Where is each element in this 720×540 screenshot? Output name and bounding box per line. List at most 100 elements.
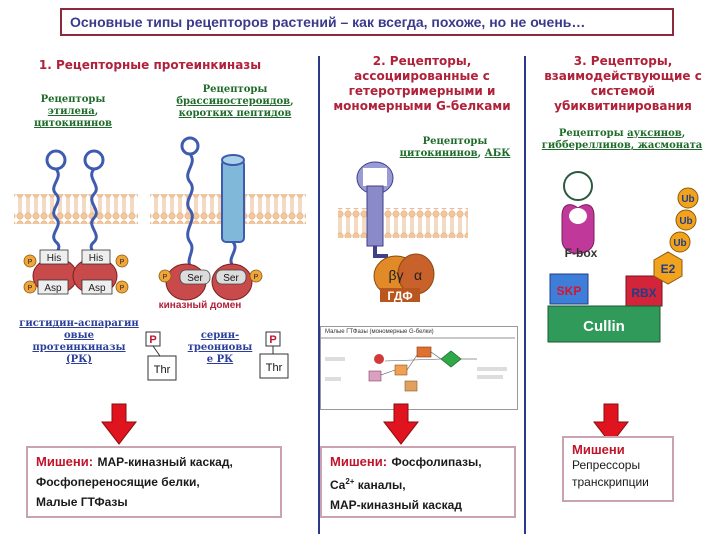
ca-text: Ca: [330, 478, 346, 492]
ligand-ball: [563, 171, 593, 201]
ethylene-link[interactable]: этилена: [47, 106, 95, 117]
section3-heading-line2: взаимодействующие с: [544, 69, 702, 83]
targets-box3-title: Мишени: [572, 442, 625, 457]
targets-box-2: Мишени: Фосфолипазы, Ca2+ каналы, MAP-ки…: [320, 446, 516, 518]
gibberellin-jasmonate-link[interactable]: гиббереллинов, жасмоната: [541, 140, 703, 151]
his-label-right: His: [89, 253, 103, 264]
e2-label: E2: [661, 262, 676, 276]
section2-heading-line4: мономерными G-белками: [333, 99, 511, 113]
brassinosteroid-link[interactable]: брассиностероидов: [176, 96, 291, 107]
ca-charge: 2+: [345, 477, 355, 486]
aba-link[interactable]: АБК: [484, 148, 511, 159]
title-box: Основные типы рецепторов растений – как …: [60, 8, 674, 36]
fbox-shape: [561, 204, 595, 254]
p-label-right: P: [269, 334, 276, 346]
his-label-left: His: [47, 253, 61, 264]
ub-label-3: Ub: [673, 238, 686, 249]
p-thr-left: [145, 331, 177, 381]
ub-circle-2: [675, 209, 697, 231]
section2-label-line1: Рецепторы: [422, 136, 488, 147]
thr-label-left: Thr: [154, 364, 171, 376]
inset-title: Малые ГТФазы (мономерные G-белки): [325, 329, 434, 335]
p-label-left: P: [149, 334, 156, 346]
targets-box-1: Мишени: MAP-киназный каскад, Фосфоперено…: [26, 446, 282, 518]
ub-circle-3: [669, 231, 691, 253]
serthr-caption: серин-треониовы е РК: [170, 330, 270, 366]
gpcr-receptor: [356, 161, 394, 258]
ser-label-left: Ser: [187, 273, 203, 284]
serthr-cylinder: [221, 154, 245, 267]
targets-box3-line2: транскрипции: [572, 475, 649, 489]
thr-label-right: Thr: [266, 362, 283, 374]
section2-receptor-label: Рецепторы цитокининов, АБК: [399, 136, 511, 159]
ub-circle-1: [677, 187, 699, 209]
asp-label-left: Asp: [44, 283, 62, 294]
section1-heading-text: 1. Рецепторные протеинкиназы: [38, 58, 262, 72]
small-gtpase-inset: Малые ГТФазы (мономерные G-белки): [320, 326, 518, 410]
divider-1: [318, 56, 320, 534]
section3-receptor-label: Рецепторы ауксинов, гиббереллинов, жасмо…: [541, 128, 703, 151]
p-mark-2: P: [120, 259, 125, 266]
targets-box1-line3: Малые ГТФазы: [36, 495, 128, 509]
section2-cytokinin-link[interactable]: цитокининов: [399, 148, 478, 159]
p-mark-5: P: [163, 274, 168, 281]
cytokinin-link[interactable]: цитокининов: [34, 118, 112, 129]
section1-illustration: His His Asp Asp P P P P Ser Ser P P кина…: [14, 136, 306, 381]
auxin-link[interactable]: ауксинов: [627, 128, 682, 139]
kinase-domain-label: киназный домен: [159, 300, 242, 311]
ub-label-1: Ub: [681, 194, 694, 205]
hk-cytoplasmic-domains: [23, 249, 129, 295]
cullin-label: Cullin: [583, 318, 625, 335]
targets-box-3: Мишени Репрессоры транскрипции: [562, 436, 674, 502]
section3-illustration: F-box SKP RBX E2 Ub Ub Ub Cullin: [547, 171, 699, 343]
p-mark-6: P: [254, 274, 259, 281]
targets-box2-line1: Фосфолипазы,: [391, 455, 482, 469]
e2-hexagon: [653, 251, 683, 285]
channels-text: каналы,: [354, 478, 406, 492]
serthr-caption-line2: е РК: [206, 354, 234, 365]
ethylene-label-prefix: Рецепторы: [40, 94, 106, 105]
hk-caption-line3: протеинкиназы (РК): [32, 342, 126, 365]
alpha-label: α: [414, 267, 422, 283]
gdp-label: ГДФ: [387, 289, 412, 303]
divider-2: [524, 56, 526, 534]
targets-box3-line1: Репрессоры: [572, 458, 641, 472]
arrow-down-2: [382, 403, 420, 445]
g-protein: [373, 253, 435, 302]
page-title: Основные типы рецепторов растений – как …: [70, 14, 586, 30]
serthr-caption-line1: серин-треониовы: [187, 330, 253, 353]
section3-heading-line4: убиквитинирования: [554, 99, 692, 113]
brass-receptor-label: Рецепторы брассиностероидов, коротких пе…: [176, 84, 294, 119]
skp-label: SKP: [557, 284, 582, 298]
serthr-receptor: [180, 136, 200, 267]
hk-caption-line2: овые: [63, 330, 94, 341]
targets-box1-line2: Фосфопереносящие белки,: [36, 475, 200, 489]
membrane-section2: [338, 208, 468, 238]
section3-label-prefix: Рецепторы: [558, 128, 628, 139]
p-mark-1: P: [28, 259, 33, 266]
targets-box2-line-first: Мишени: Фосфолипазы,: [330, 452, 506, 472]
short-peptide-link[interactable]: коротких пептидов: [178, 108, 292, 119]
section2-heading-line1: 2. Рецепторы,: [372, 54, 472, 68]
inset-graphic: [321, 337, 515, 392]
section2-heading-line2: ассоциированные с: [354, 69, 490, 83]
brass-label-line1: Рецепторы: [202, 84, 268, 95]
hk-caption: гистидин-аспарагин овые протеинкиназы (Р…: [18, 318, 140, 366]
asp-label-right: Asp: [88, 283, 106, 294]
hk-caption-line1: гистидин-аспарагин: [19, 318, 139, 329]
targets-box2-line2: Ca2+ каналы,: [330, 472, 506, 495]
arrow-down-1: [100, 403, 138, 445]
section2-heading: 2. Рецепторы, ассоциированные с гетеротр…: [322, 54, 522, 114]
fbox-label: F-box: [565, 246, 598, 260]
hk-receptor-dimer: [45, 149, 105, 262]
ub-label-2: Ub: [679, 216, 692, 227]
arrow-down-3: [592, 403, 630, 445]
targets-box1-title: Мишени:: [36, 454, 94, 469]
ethylene-receptor-label: Рецепторы этилена, цитокининов: [34, 94, 112, 129]
cullin-box: [547, 305, 661, 343]
targets-box1-line1: MAP-киназный каскад,: [97, 455, 233, 469]
beta-gamma-label: βγ: [388, 267, 403, 283]
targets-box2-line3: MAP-киназный каскад: [330, 498, 462, 512]
targets-box1-line-first: Мишени: MAP-киназный каскад,: [36, 452, 272, 472]
section3-heading-line3: системой: [590, 84, 656, 98]
